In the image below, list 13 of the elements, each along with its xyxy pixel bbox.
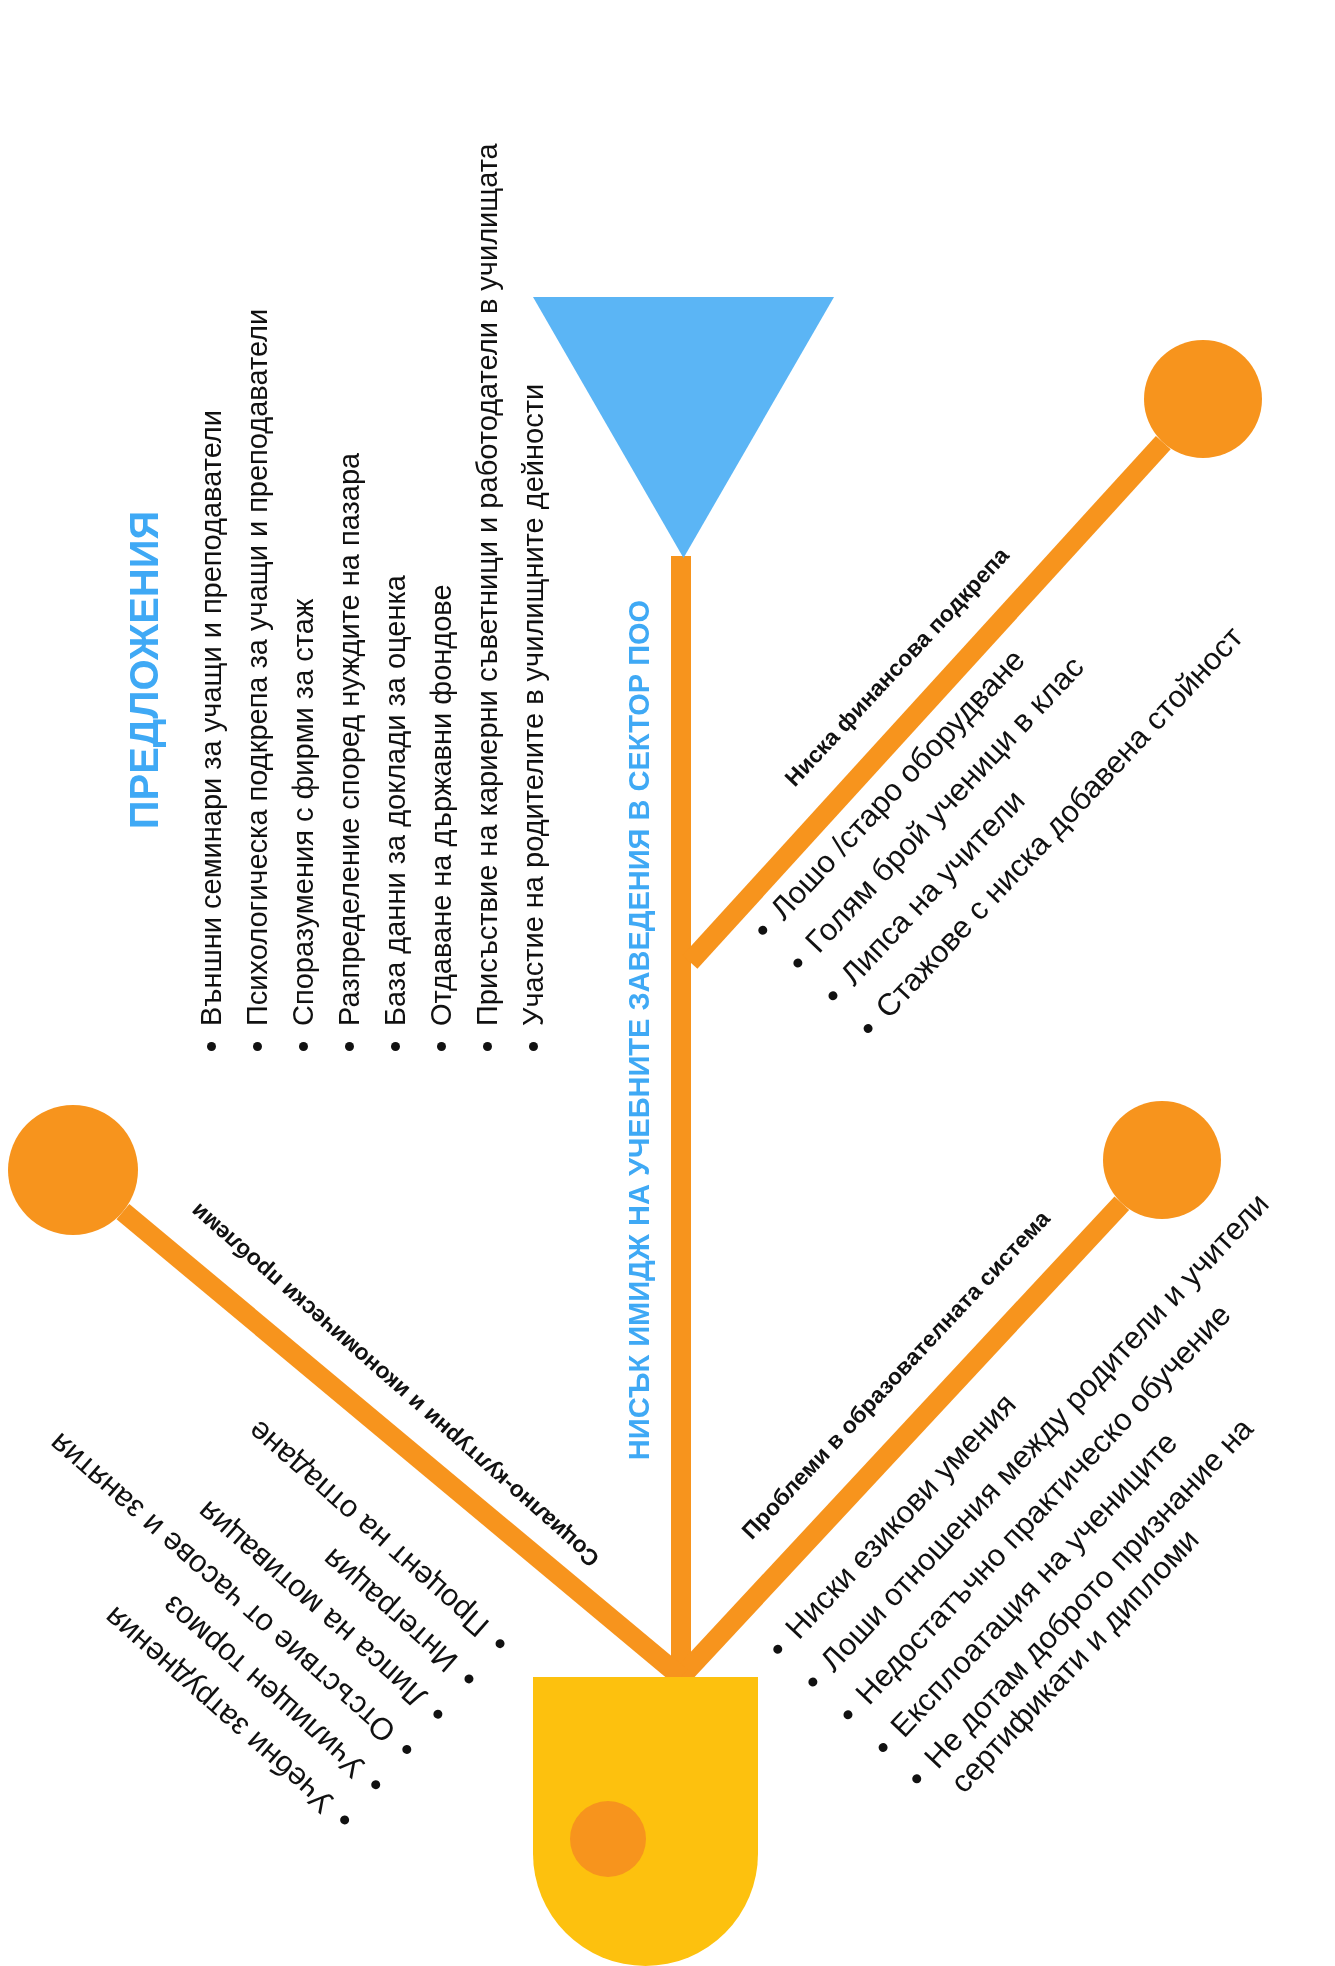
list-item: Споразумения с фирми за стаж: [286, 598, 320, 1026]
cup-shape: [533, 1677, 758, 1966]
section-heading: ПРЕДЛОЖЕНИЯ: [121, 510, 167, 830]
circle-node: [1144, 340, 1262, 458]
list-item: Разпределение според нуждите на пазара: [332, 452, 366, 1026]
list-item: База данни за доклади за оценка: [378, 575, 412, 1026]
edge-label: НИСЪК ИМИДЖ НА УЧЕБНИТЕ ЗАВЕДЕНИЯ В СЕКТОР ПОО: [622, 599, 656, 1461]
list-item: Присъствие на кариерни съветници и работодатели в училищата: [470, 143, 504, 1026]
list-item: Участие на родителите в училищните дейности: [516, 383, 550, 1026]
list-item: Психологическа подкрепа за учащи и преподаватели: [240, 308, 274, 1026]
circle-node: [8, 1105, 138, 1235]
list-item: Отдаване на държавни фондове: [424, 584, 458, 1026]
list-item: Външни семинари за учащи и преподаватели: [194, 410, 228, 1026]
